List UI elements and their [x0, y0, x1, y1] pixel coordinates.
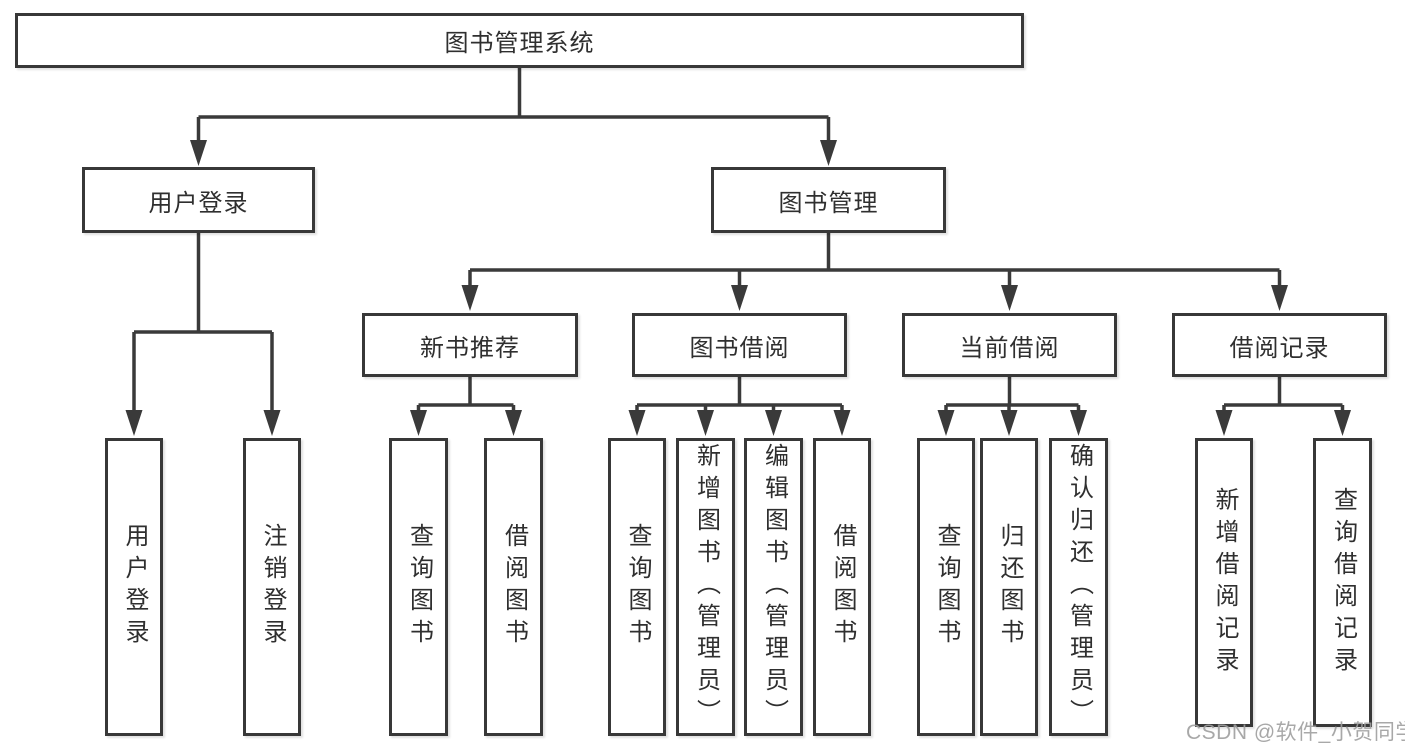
leaf-query-borrow-record: 查询借阅记录: [1313, 438, 1372, 727]
leaf-label: 确认归还（管理员）: [1065, 443, 1093, 731]
arrowheads: [125, 140, 1351, 436]
leaf-label: 注销登录: [259, 523, 286, 651]
leaf-user-login: 用户登录: [105, 438, 163, 736]
leaf-add-books-admin: 新增图书（管理员）: [676, 438, 735, 736]
node-library-management-system: 图书管理系统: [15, 13, 1024, 68]
leaf-label: 新增借阅记录: [1211, 486, 1238, 679]
leaf-label: 归还图书: [996, 523, 1023, 651]
leaf-label: 查询借阅记录: [1329, 486, 1357, 679]
node-new-book-recommendation: 新书推荐: [362, 313, 578, 377]
node-borrowing-records: 借阅记录: [1172, 313, 1387, 377]
node-current-borrowing: 当前借阅: [902, 313, 1117, 377]
leaf-borrow-books-recommend: 借阅图书: [484, 438, 543, 736]
leaf-query-books-borrowing: 查询图书: [608, 438, 666, 736]
leaf-label: 用户登录: [121, 523, 148, 651]
leaf-confirm-return-admin: 确认归还（管理员）: [1049, 438, 1108, 736]
leaf-query-books-recommend: 查询图书: [389, 438, 448, 736]
leaf-label: 借阅图书: [500, 523, 528, 651]
leaf-logout-login: 注销登录: [243, 438, 301, 736]
leaf-label: 新增图书（管理员）: [692, 443, 720, 731]
node-user-login: 用户登录: [82, 167, 315, 233]
leaf-label: 查询图书: [405, 523, 433, 651]
node-book-management: 图书管理: [711, 167, 946, 233]
watermark: CSDN @软件_小贺同学: [1186, 721, 1405, 744]
leaf-label: 查询图书: [624, 523, 651, 651]
leaf-return-books: 归还图书: [980, 438, 1038, 736]
leaf-add-borrow-record: 新增借阅记录: [1195, 438, 1253, 727]
leaf-borrow-books-borrowing: 借阅图书: [813, 438, 871, 736]
leaf-label: 查询图书: [933, 523, 960, 651]
leaf-label: 借阅图书: [829, 523, 856, 651]
leaf-label: 编辑图书（管理员）: [760, 443, 788, 731]
leaf-edit-books-admin: 编辑图书（管理员）: [744, 438, 803, 736]
node-book-borrowing: 图书借阅: [632, 313, 847, 377]
leaf-query-books-current: 查询图书: [917, 438, 975, 736]
